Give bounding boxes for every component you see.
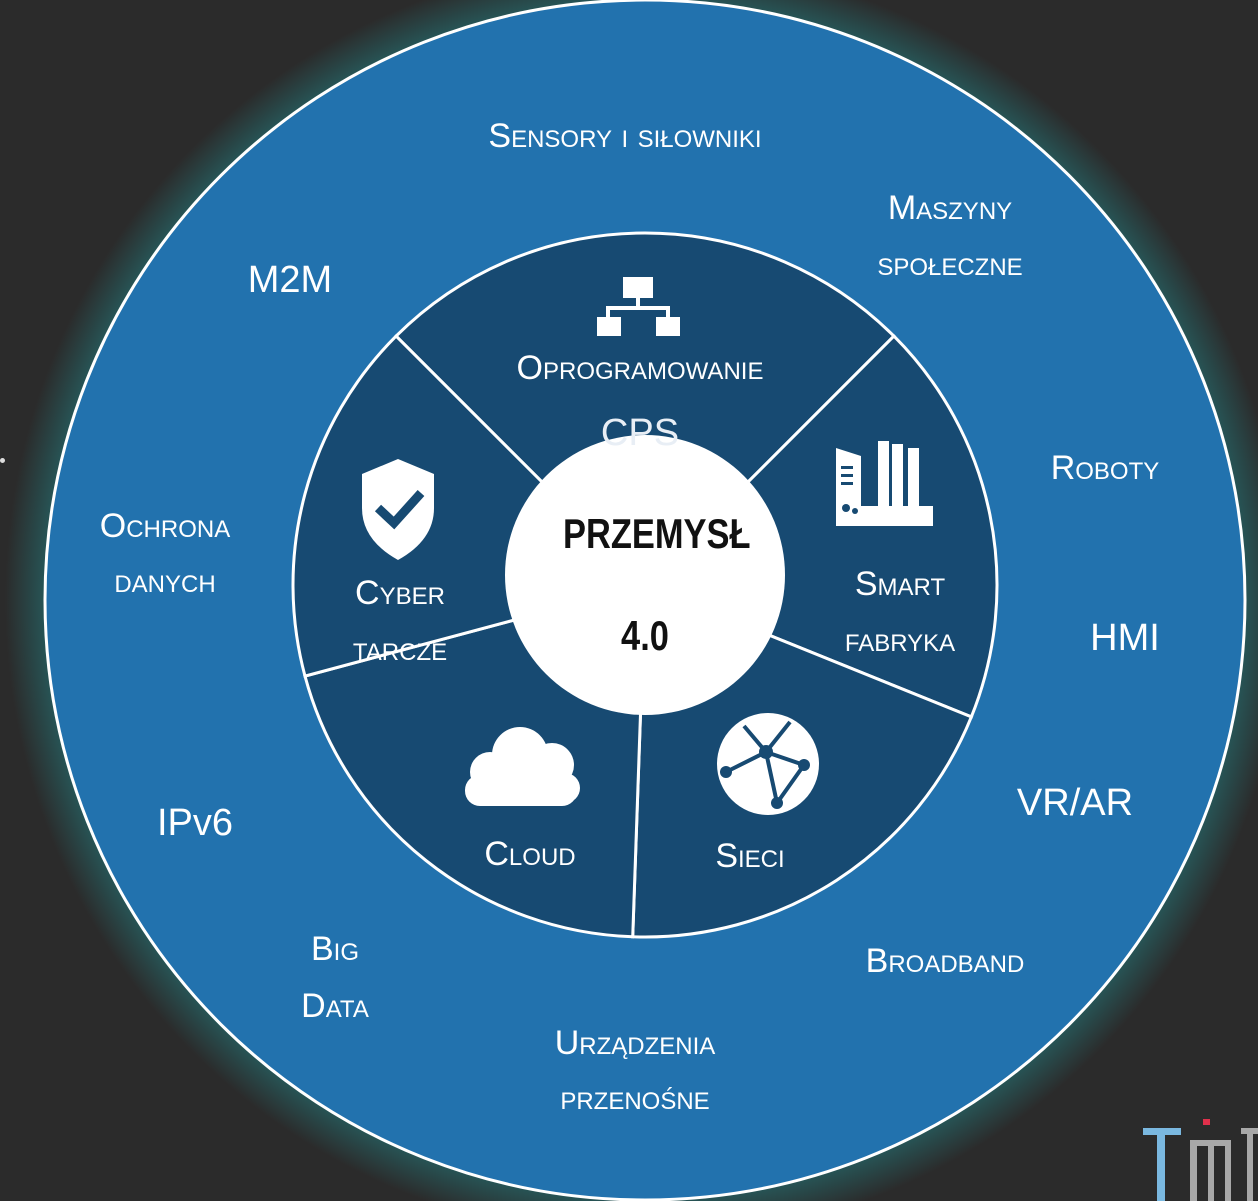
shield-check-icon (362, 459, 434, 560)
segment-smart-factory-sublabel: fabryka (844, 621, 956, 659)
label-mobile-devices-2: przenośne (560, 1079, 710, 1117)
label-hmi: HMI (1090, 617, 1160, 659)
hierarchy-icon (597, 277, 680, 336)
label-data-protection-2: danych (114, 562, 216, 600)
label-data-protection: Ochrona (99, 507, 231, 545)
segment-networks-label: Sieci (715, 837, 785, 875)
cloud-icon (465, 727, 580, 806)
label-social-machines: Maszyny (887, 189, 1013, 227)
segment-software-sublabel: CPS (600, 412, 680, 454)
factory-icon (836, 441, 933, 526)
segment-cloud-label: Cloud (484, 835, 576, 873)
label-big-data: Big (310, 930, 359, 968)
label-social-machines-2: społeczne (877, 245, 1023, 283)
center-circle (505, 435, 785, 715)
label-robots: Roboty (1050, 449, 1160, 487)
label-sensors: Sensory i siłowniki (488, 117, 762, 155)
label-ipv6: IPv6 (156, 802, 234, 844)
label-mobile-devices: Urządzenia (554, 1024, 716, 1062)
label-big-data-2: Data (301, 987, 369, 1025)
segment-software-label: Oprogramowanie (516, 349, 764, 387)
left-edge-dot (0, 458, 5, 463)
label-vrar: VR/AR (1016, 782, 1134, 824)
label-broadband: Broadband (865, 942, 1025, 980)
segment-smart-factory-label: Smart (854, 565, 946, 603)
center-version: 4.0 (621, 612, 669, 659)
label-m2m: M2M (247, 259, 333, 301)
segment-cyber-label: Cyber (355, 574, 445, 612)
tm-logo-icon (1143, 1119, 1258, 1201)
globe-network-icon (717, 713, 819, 815)
segment-cyber-sublabel: tarcze (352, 630, 448, 668)
center-title: PRZEMYSŁ (563, 510, 751, 557)
